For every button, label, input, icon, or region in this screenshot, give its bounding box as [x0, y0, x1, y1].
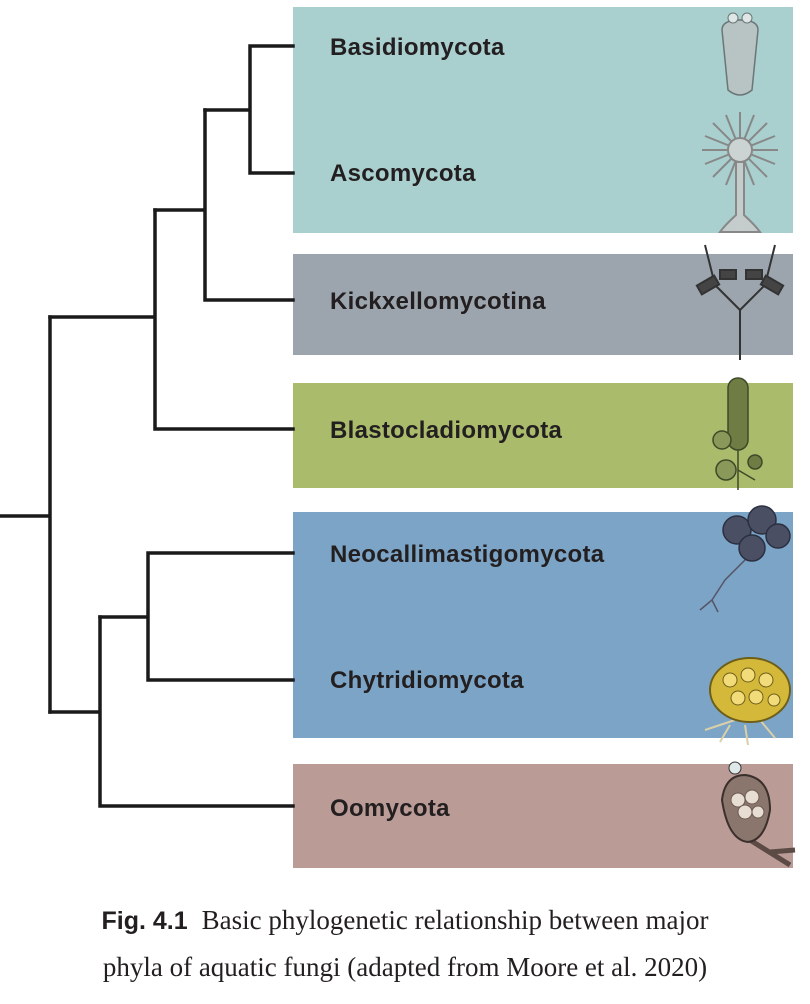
basidium-icon [721, 12, 759, 96]
neocallimastigomycete-icon [699, 505, 791, 613]
tree-branch-kickx [153, 108, 295, 302]
tree-branch-lower [48, 615, 295, 808]
tree-root-branch [0, 315, 52, 714]
tree-branch-dikarya [203, 44, 295, 175]
ascomycete-conidiophore-icon [702, 112, 778, 233]
tree-branch-chytrid [98, 551, 295, 682]
caption-line-1: Basic phylogenetic relationship between … [201, 905, 709, 935]
chytrid-icon [704, 657, 791, 746]
clade-box-blastocladiomycota [293, 383, 793, 488]
blastocladiomycete-icon [712, 377, 763, 490]
taxon-label-neocallimastigomycota: Neocallimastigomycota [330, 541, 605, 568]
clade-box-kickxellomycotina [293, 254, 793, 355]
figure-number: Fig. 4.1 [101, 907, 188, 935]
figure-caption: Fig. 4.1 Basic phylogenetic relationship … [0, 897, 810, 990]
taxon-label-ascomycota: Ascomycota [330, 160, 476, 187]
taxon-label-kickxellomycotina: Kickxellomycotina [330, 288, 546, 315]
clade-box-oomycota [293, 764, 793, 868]
taxon-label-basidiomycota: Basidiomycota [330, 34, 505, 61]
clade-box-neocallimastigo-chytridio [293, 512, 793, 738]
taxon-label-blastocladiomycota: Blastocladiomycota [330, 417, 563, 444]
clade-box-dikarya [293, 7, 793, 233]
kickxellomycete-icon [695, 244, 785, 360]
tree-branch-upper [48, 208, 295, 431]
taxon-label-oomycota: Oomycota [330, 795, 450, 822]
phylogenetic-tree [0, 12, 796, 868]
oomycete-icon [720, 761, 796, 868]
taxon-label-chytridiomycota: Chytridiomycota [330, 667, 524, 694]
caption-line-2: phyla of aquatic fungi (adapted from Moo… [102, 952, 708, 982]
